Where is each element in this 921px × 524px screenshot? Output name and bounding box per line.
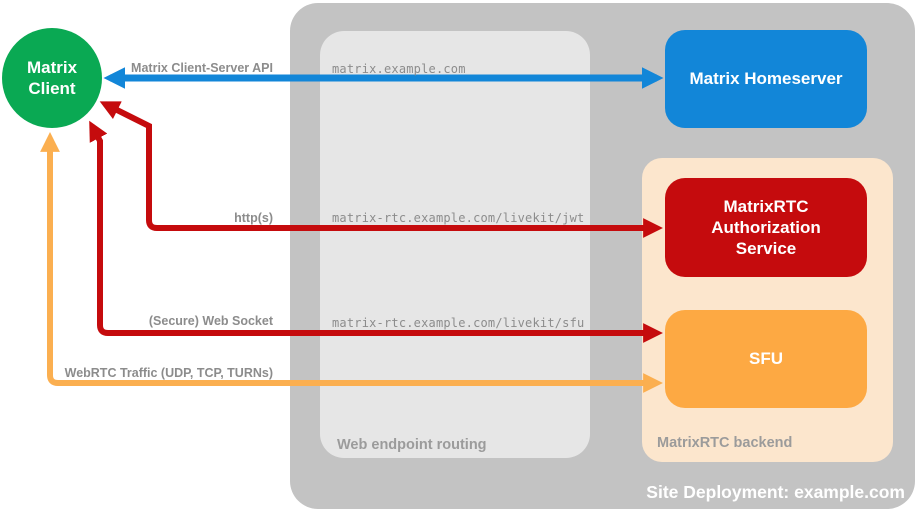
web-endpoint-routing-caption: Web endpoint routing [337, 437, 487, 453]
matrix-client-label: Matrix Client [26, 57, 78, 98]
matrix-client-node: Matrix Client [2, 28, 102, 128]
matrix-homeserver-label: Matrix Homeserver [689, 69, 843, 89]
endpoint-livekit-jwt: matrix-rtc.example.com/livekit/jwt [332, 211, 585, 225]
client-server-api-arrow-label: Matrix Client-Server API [131, 61, 273, 75]
matrix-homeserver-node: Matrix Homeserver [665, 30, 867, 128]
site-deployment-caption: Site Deployment: example.com [646, 482, 905, 502]
matrixrtc-auth-service-label: MatrixRTC Authorization Service [711, 196, 821, 259]
websocket-arrow-label: (Secure) Web Socket [148, 314, 273, 328]
sfu-node: SFU [665, 310, 867, 408]
matrixrtc-auth-service-node: MatrixRTC Authorization Service [665, 178, 867, 277]
webrtc-traffic-arrow-label: WebRTC Traffic (UDP, TCP, TURNs) [64, 366, 273, 380]
endpoint-matrix-example-com: matrix.example.com [332, 62, 466, 76]
endpoint-livekit-sfu: matrix-rtc.example.com/livekit/sfu [332, 316, 585, 330]
matrixrtc-backend-caption: MatrixRTC backend [657, 435, 793, 451]
sfu-label: SFU [749, 349, 783, 369]
web-endpoint-routing-panel [320, 31, 590, 458]
https-arrow-label: http(s) [234, 211, 273, 225]
